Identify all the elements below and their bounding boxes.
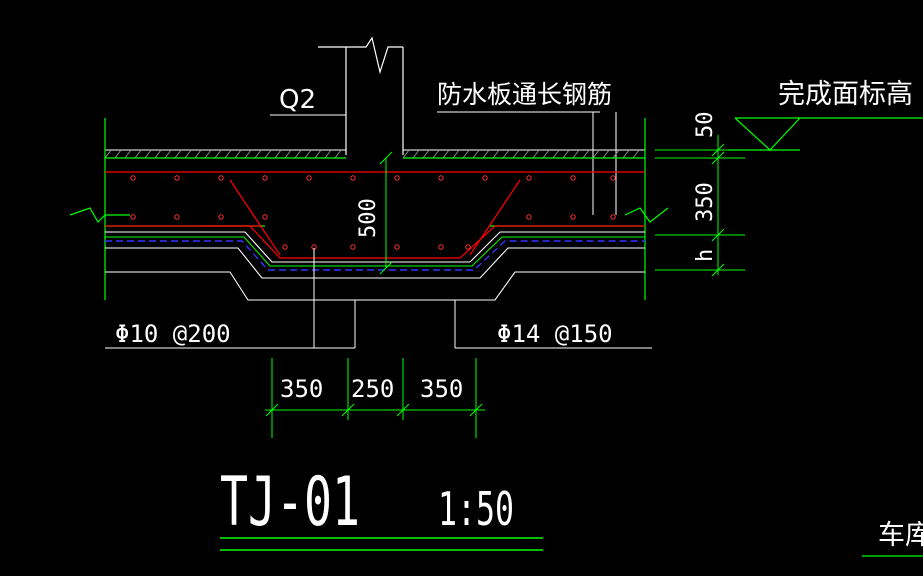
dim-350-vertical: 350 bbox=[693, 182, 718, 222]
membrane-green bbox=[105, 236, 645, 267]
bottom-dimension-chain bbox=[265, 358, 485, 438]
drawing-scale: 1:50 bbox=[438, 482, 514, 536]
depth-label: 500 bbox=[356, 198, 381, 238]
waterproof-bar-label: 防水板通长钢筋 bbox=[437, 80, 612, 109]
elevation-mark bbox=[728, 117, 923, 151]
finish-hatch bbox=[104, 149, 640, 159]
dim-50: 50 bbox=[693, 112, 718, 139]
dim-350-right: 350 bbox=[420, 375, 463, 403]
dim-h: h bbox=[693, 249, 718, 262]
wall-q2 bbox=[318, 36, 404, 155]
finish-elevation-label: 完成面标高 bbox=[778, 79, 913, 110]
depth-dimension bbox=[379, 151, 393, 275]
rebar bbox=[105, 171, 645, 259]
dim-350-left: 350 bbox=[280, 375, 323, 403]
cap-leaders bbox=[105, 248, 652, 349]
wall-label: Q2 bbox=[279, 85, 316, 115]
dim-250: 250 bbox=[351, 375, 394, 403]
waterproof-leader bbox=[437, 111, 617, 215]
membrane-blue bbox=[105, 240, 645, 271]
drawing-title: TJ-01 bbox=[220, 463, 360, 542]
rebar-left-label: Φ10 @200 bbox=[115, 320, 231, 348]
lower-layers bbox=[105, 231, 645, 301]
right-dimension-chain bbox=[655, 135, 745, 277]
title-underline bbox=[220, 537, 543, 551]
rebar-dots bbox=[130, 175, 616, 250]
corner-label: 车库 bbox=[878, 520, 923, 551]
rebar-right-label: Φ14 @150 bbox=[497, 320, 613, 348]
